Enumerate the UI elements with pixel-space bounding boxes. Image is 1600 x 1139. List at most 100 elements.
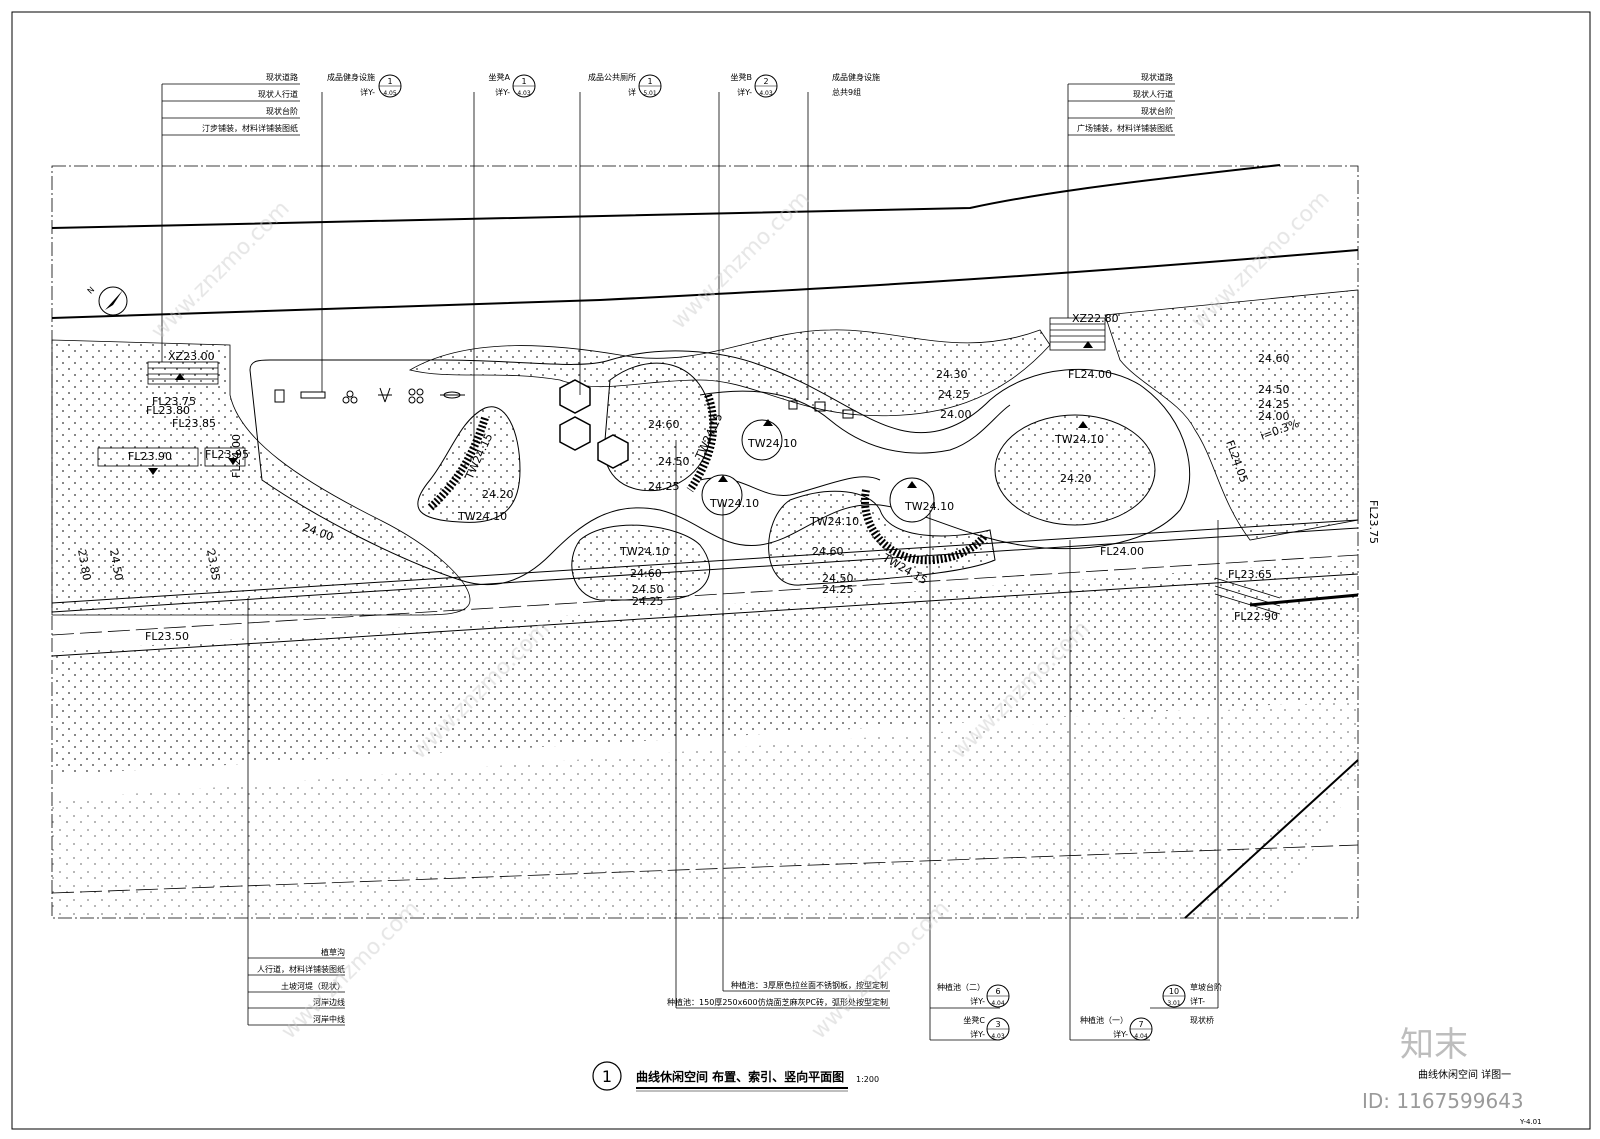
- callout-existing-sidewalk-r: 现状人行道: [1133, 89, 1173, 99]
- callout-grass-step: 草坡台阶: [1190, 982, 1222, 992]
- svg-text:TW24.10: TW24.10: [619, 545, 669, 558]
- svg-text:5.01: 5.01: [643, 90, 657, 97]
- svg-text:4.03: 4.03: [517, 90, 531, 97]
- svg-text:FL23.75: FL23.75: [1367, 500, 1380, 544]
- planting-areas: [51, 289, 1359, 918]
- svg-text:1: 1: [387, 77, 392, 86]
- svg-text:3.01: 3.01: [1167, 1000, 1181, 1007]
- svg-text:24.25: 24.25: [648, 480, 680, 493]
- callout-existing-steps: 现状台阶: [266, 106, 298, 116]
- svg-text:23.80: 23.80: [75, 548, 93, 581]
- callout-planter-2: 种植池（二）: [937, 982, 985, 992]
- svg-text:FL23.75: FL23.75: [152, 395, 196, 408]
- svg-text:详Y-: 详Y-: [737, 87, 752, 97]
- svg-text:6: 6: [995, 987, 1000, 996]
- svg-text:FL23.85: FL23.85: [172, 417, 216, 430]
- svg-text:24.30: 24.30: [936, 368, 968, 381]
- bottom-callouts: 植草沟 人行道，材料详铺装图纸 土坡河堤（现状） 河岸边线 河岸中线 种植池：3…: [257, 947, 1222, 1041]
- svg-text:FL23.90: FL23.90: [128, 450, 172, 463]
- svg-text:23.85: 23.85: [204, 548, 222, 581]
- svg-text:FL24.00: FL24.00: [1068, 368, 1112, 381]
- callout-sidewalk: 人行道，材料详铺装图纸: [257, 964, 345, 974]
- svg-text:4.03: 4.03: [759, 90, 773, 97]
- svg-text:4.04: 4.04: [1134, 1033, 1148, 1040]
- svg-text:FL23.80: FL23.80: [146, 404, 190, 417]
- callout-planter-1: 种植池（一）: [1080, 1015, 1128, 1025]
- svg-text:XZ22.80: XZ22.80: [1072, 312, 1119, 325]
- svg-text:24.25: 24.25: [822, 583, 854, 596]
- sheet-logo: 知末: [1400, 1025, 1468, 1065]
- callout-fitness-a: 成品健身设施: [327, 72, 375, 82]
- seat-arcs: [427, 393, 989, 565]
- svg-text:详Y-: 详Y-: [970, 996, 985, 1006]
- svg-text:N: N: [86, 285, 97, 296]
- svg-text:总共9组: 总共9组: [832, 87, 861, 97]
- svg-text:1: 1: [647, 77, 652, 86]
- svg-text:FL23.95: FL23.95: [205, 448, 249, 461]
- svg-text:TW24.10: TW24.10: [809, 515, 859, 528]
- drawing-title: 1 曲线休闲空间 布置、索引、竖向平面图 1:200: [592, 1061, 879, 1092]
- svg-text:24.50: 24.50: [658, 455, 690, 468]
- svg-text:24.50: 24.50: [632, 583, 664, 596]
- svg-text:3: 3: [995, 1020, 1000, 1029]
- svg-text:详Y-: 详Y-: [360, 87, 375, 97]
- fitness-equipment-icons: [274, 387, 854, 419]
- sheet-id: ID: 1167599643: [1362, 1089, 1524, 1113]
- svg-text:24.50: 24.50: [1258, 383, 1290, 396]
- svg-text:4.04: 4.04: [991, 1000, 1005, 1007]
- svg-text:7: 7: [1138, 1020, 1143, 1029]
- planter-note-2: 种植池：150厚250x600仿烧面芝麻灰PC砖，弧形处按型定制: [667, 997, 888, 1007]
- svg-text:TW24.10: TW24.10: [709, 497, 759, 510]
- svg-text:FL24.00: FL24.00: [230, 434, 243, 478]
- svg-text:FL22.90: FL22.90: [1234, 610, 1278, 623]
- top-callouts: 现状道路 现状人行道 现状台阶 汀步铺装，材料详铺装图纸 成品健身设施 详Y- …: [202, 72, 1173, 133]
- tree-circles: [701, 419, 935, 523]
- hexagon-pavilions: [559, 379, 629, 469]
- north-arrow: N: [86, 285, 128, 316]
- svg-text:详Y-: 详Y-: [970, 1029, 985, 1039]
- svg-text:详Y-: 详Y-: [495, 87, 510, 97]
- callout-embankment: 土坡河堤（现状）: [281, 981, 345, 991]
- callout-existing-bridge: 现状桥: [1190, 1015, 1214, 1025]
- svg-text:详: 详: [628, 87, 636, 97]
- svg-text:FL24.00: FL24.00: [1100, 545, 1144, 558]
- callout-existing-sidewalk: 现状人行道: [258, 89, 298, 99]
- svg-text:24.25: 24.25: [1258, 398, 1290, 411]
- svg-text:24.60: 24.60: [648, 418, 680, 431]
- svg-text:24.20: 24.20: [482, 488, 514, 501]
- svg-text:TW24.10: TW24.10: [457, 510, 507, 523]
- svg-text:24:60: 24:60: [630, 567, 662, 580]
- svg-text:10: 10: [1169, 987, 1179, 996]
- callout-existing-steps-r: 现状台阶: [1141, 106, 1173, 116]
- planter-note-1: 种植池：3厚原色拉丝面不锈钢板，按型定制: [731, 980, 888, 990]
- svg-text:TW24.10: TW24.10: [747, 437, 797, 450]
- title-scale: 1:200: [856, 1075, 879, 1084]
- svg-text:24.00: 24.00: [940, 408, 972, 421]
- svg-text:24.60: 24.60: [1258, 352, 1290, 365]
- fl2395-box: [204, 447, 246, 467]
- callout-seat-c: 坐凳C: [963, 1015, 985, 1025]
- callout-seat-b: 坐凳B: [731, 72, 753, 82]
- svg-text:24.00: 24.00: [1258, 410, 1290, 423]
- sheet-code: Y-4.01: [1519, 1118, 1542, 1126]
- callout-river-center: 河岸中线: [313, 1014, 345, 1024]
- callout-seat-a: 坐凳A: [489, 72, 511, 82]
- callout-existing-road: 现状道路: [266, 72, 298, 82]
- svg-text:XZ23.00: XZ23.00: [168, 350, 215, 363]
- svg-text:4.03: 4.03: [991, 1033, 1005, 1040]
- title-number: 1: [602, 1067, 612, 1086]
- fl2390-box: [97, 447, 199, 467]
- svg-text:24.20: 24.20: [1060, 472, 1092, 485]
- svg-text:24.25: 24.25: [632, 595, 664, 608]
- leader-lines: [161, 83, 1219, 1041]
- svg-text:24.60: 24.60: [812, 545, 844, 558]
- callout-existing-road-r: 现状道路: [1141, 72, 1173, 82]
- svg-text:FL23.50: FL23.50: [145, 630, 189, 643]
- title-text: 曲线休闲空间 布置、索引、竖向平面图: [636, 1069, 844, 1084]
- callout-plaza-paving: 广场铺装，材料详铺装图纸: [1077, 123, 1173, 133]
- roads: [51, 164, 1359, 919]
- svg-text:TW24.10: TW24.10: [904, 500, 954, 513]
- svg-text:2: 2: [763, 77, 768, 86]
- svg-text:24.50: 24.50: [107, 548, 125, 581]
- svg-text:详Y-: 详Y-: [1113, 1029, 1128, 1039]
